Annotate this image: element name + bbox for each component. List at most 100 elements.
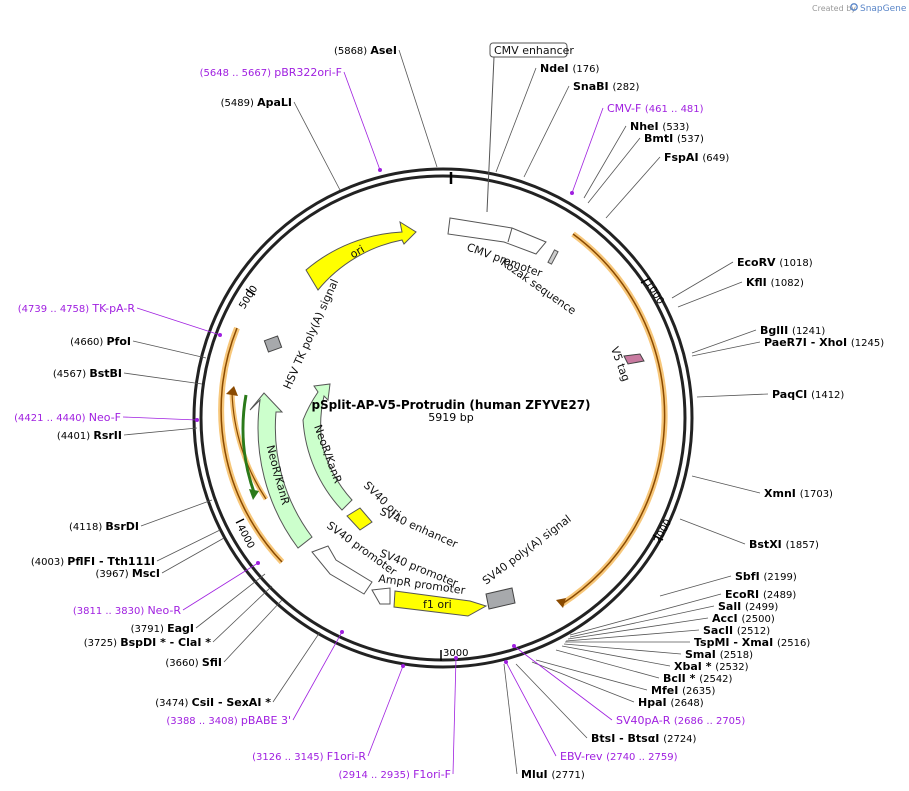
label-pbr322[interactable]: (5648 .. 5667) pBR322ori-F	[200, 66, 342, 79]
pos-sali: (2499)	[745, 602, 778, 613]
pos-tkpar: (4739 .. 4758)	[18, 304, 93, 315]
label-bmti[interactable]: BmtI (537)	[644, 132, 704, 145]
name-bmti: BmtI	[644, 132, 677, 145]
pos-xbai: (2532)	[715, 662, 748, 673]
label-hpai[interactable]: HpaI (2648)	[638, 696, 704, 709]
sv40-ori-box[interactable]	[346, 507, 373, 531]
credit-text: Created by	[812, 4, 856, 13]
label-ebvrev[interactable]: EBV-rev (2740 .. 2759)	[560, 750, 678, 763]
pos-pflfi: (4003)	[31, 557, 67, 568]
name-ecorv: EcoRV	[737, 256, 779, 269]
label-bstxi[interactable]: BstXI (1857)	[749, 538, 819, 551]
label-apali[interactable]: (5489) ApaLI	[221, 96, 292, 109]
pos-f1orif: (2914 .. 2935)	[338, 770, 413, 781]
leader-pfoi	[132, 340, 207, 359]
label-xmni[interactable]: XmnI (1703)	[764, 487, 833, 500]
sv40-polya-box[interactable]	[485, 587, 516, 610]
label-pfoi[interactable]: (4660) PfoI	[70, 335, 131, 348]
neokan-outer-arrow[interactable]	[249, 392, 313, 549]
leader-lines	[122, 49, 769, 775]
label-pflfi[interactable]: (4003) PflFI - Tth111I	[31, 555, 155, 568]
label-fspai[interactable]: FspAI (649)	[664, 151, 729, 164]
neokan-inner-arrow[interactable]	[302, 383, 353, 511]
leader-paer7i	[691, 341, 761, 357]
label-neor[interactable]: (3811 .. 3830) Neo-R	[73, 604, 182, 617]
name-sv40par: SV40pA-R	[616, 714, 674, 727]
pos-bsrdi: (4118)	[69, 522, 105, 533]
label-btsi[interactable]: BtsI - BtsαI (2724)	[591, 732, 697, 745]
kozak-box[interactable]	[547, 249, 559, 265]
name-rsrii: RsrII	[93, 429, 122, 442]
label-sacii[interactable]: SacII (2512)	[703, 624, 770, 637]
label-f1orir[interactable]: (3126 .. 3145) F1ori-R	[252, 750, 366, 763]
label-paer7i[interactable]: PaeR7I - XhoI (1245)	[764, 336, 884, 349]
label-bsrdi[interactable]: (4118) BsrDI	[69, 520, 139, 533]
leader-xbai	[561, 645, 671, 667]
ampr-promoter-arrow[interactable]	[371, 587, 391, 605]
neor-green-arrow-icon	[249, 489, 259, 500]
name-pflfi: PflFI - Tth111I	[67, 555, 155, 568]
name-mlui: MluI	[521, 768, 551, 781]
leader-apali	[293, 101, 341, 191]
name-pfoi: PfoI	[107, 335, 132, 348]
leader-cmvf	[571, 107, 604, 194]
label-nhei[interactable]: NheI (533)	[630, 120, 689, 133]
label-rsrii[interactable]: (4401) RsrII	[57, 429, 122, 442]
label-msci[interactable]: (3967) MscI	[95, 567, 160, 580]
label-f1orif[interactable]: (2914 .. 2935) F1ori-F	[338, 768, 451, 781]
label-bspdi[interactable]: (3725) BspDI * - ClaI *	[84, 636, 211, 649]
name-bstxi: BstXI	[749, 538, 786, 551]
label-tspmi[interactable]: TspMI - XmaI (2516)	[694, 636, 810, 649]
leader-bglii	[691, 329, 757, 354]
label-bcli[interactable]: BclI * (2542)	[663, 672, 733, 685]
leader-sacii	[565, 629, 700, 642]
label-bstbi[interactable]: (4567) BstBI	[53, 367, 122, 380]
label-sfii[interactable]: (3660) SfiI	[165, 656, 222, 669]
label-bglii[interactable]: BglII (1241)	[760, 324, 825, 337]
cmv-enhancer-label: CMV enhancer	[494, 44, 574, 57]
label-ecori[interactable]: EcoRI (2489)	[725, 588, 796, 601]
label-pbabe[interactable]: (3388 .. 3408) pBABE 3'	[166, 714, 291, 727]
label-mlui[interactable]: MluI (2771)	[521, 768, 585, 781]
label-ndei[interactable]: NdeI (176)	[540, 62, 599, 75]
label-csii[interactable]: (3474) CsiI - SexAI *	[155, 696, 271, 709]
v5-tag-arrow[interactable]	[623, 353, 645, 365]
name-acci: AccI	[712, 612, 741, 625]
label-snabi[interactable]: SnaBI (282)	[573, 80, 639, 93]
cmv-promoter-arrow[interactable]	[447, 217, 547, 255]
f1-ori-arrow[interactable]	[393, 590, 488, 617]
label-asei[interactable]: (5868) AseI	[334, 44, 397, 57]
label-neof[interactable]: (4421 .. 4440) Neo-F	[14, 411, 121, 424]
leader-ecori	[569, 593, 722, 636]
name-f1orir: F1ori-R	[327, 750, 367, 763]
label-cmvf[interactable]: CMV-F (461 .. 481)	[607, 102, 704, 115]
label-kfli[interactable]: KflI (1082)	[746, 276, 804, 289]
name-sbfi: SbfI	[735, 570, 764, 583]
pos-rsrii: (4401)	[57, 431, 93, 442]
pos-hpai: (2648)	[670, 698, 703, 709]
site-labels: (5868) AseI (5648 .. 5667) pBR322ori-F (54…	[14, 44, 884, 781]
cmv-enhancer-box[interactable]	[489, 42, 568, 58]
label-ecorv[interactable]: EcoRV (1018)	[737, 256, 813, 269]
label-acci[interactable]: AccI (2500)	[712, 612, 775, 625]
leader-f1orif	[452, 657, 457, 775]
leader-btsi	[515, 663, 588, 739]
label-eagi[interactable]: (3791) EagI	[131, 622, 194, 635]
name-bspdi: BspDI * - ClaI *	[120, 636, 211, 649]
label-sv40par[interactable]: SV40pA-R (2686 .. 2705)	[616, 714, 745, 727]
leader-sv40par	[513, 645, 613, 721]
label-sali[interactable]: SalI (2499)	[718, 600, 778, 613]
label-sbfi[interactable]: SbfI (2199)	[735, 570, 797, 583]
label-xbai[interactable]: XbaI * (2532)	[674, 660, 749, 673]
hsv-tk-polya-box[interactable]	[263, 335, 283, 353]
ori-arrow[interactable]	[305, 220, 417, 291]
label-tkpar[interactable]: (4739 .. 4758) TK-pA-R	[18, 302, 136, 315]
sv40-polya-label: SV40 poly(A) signal	[480, 512, 574, 587]
plasmid-length: 5919 bp	[428, 411, 473, 424]
label-paqci[interactable]: PaqCI (1412)	[772, 388, 844, 401]
sv40-promoter-arrow-outer[interactable]	[311, 545, 373, 595]
label-mfei[interactable]: MfeI (2635)	[651, 684, 715, 697]
snapgene-logo-icon	[850, 3, 858, 11]
name-snabi: SnaBI	[573, 80, 612, 93]
label-smai[interactable]: SmaI (2518)	[685, 648, 753, 661]
